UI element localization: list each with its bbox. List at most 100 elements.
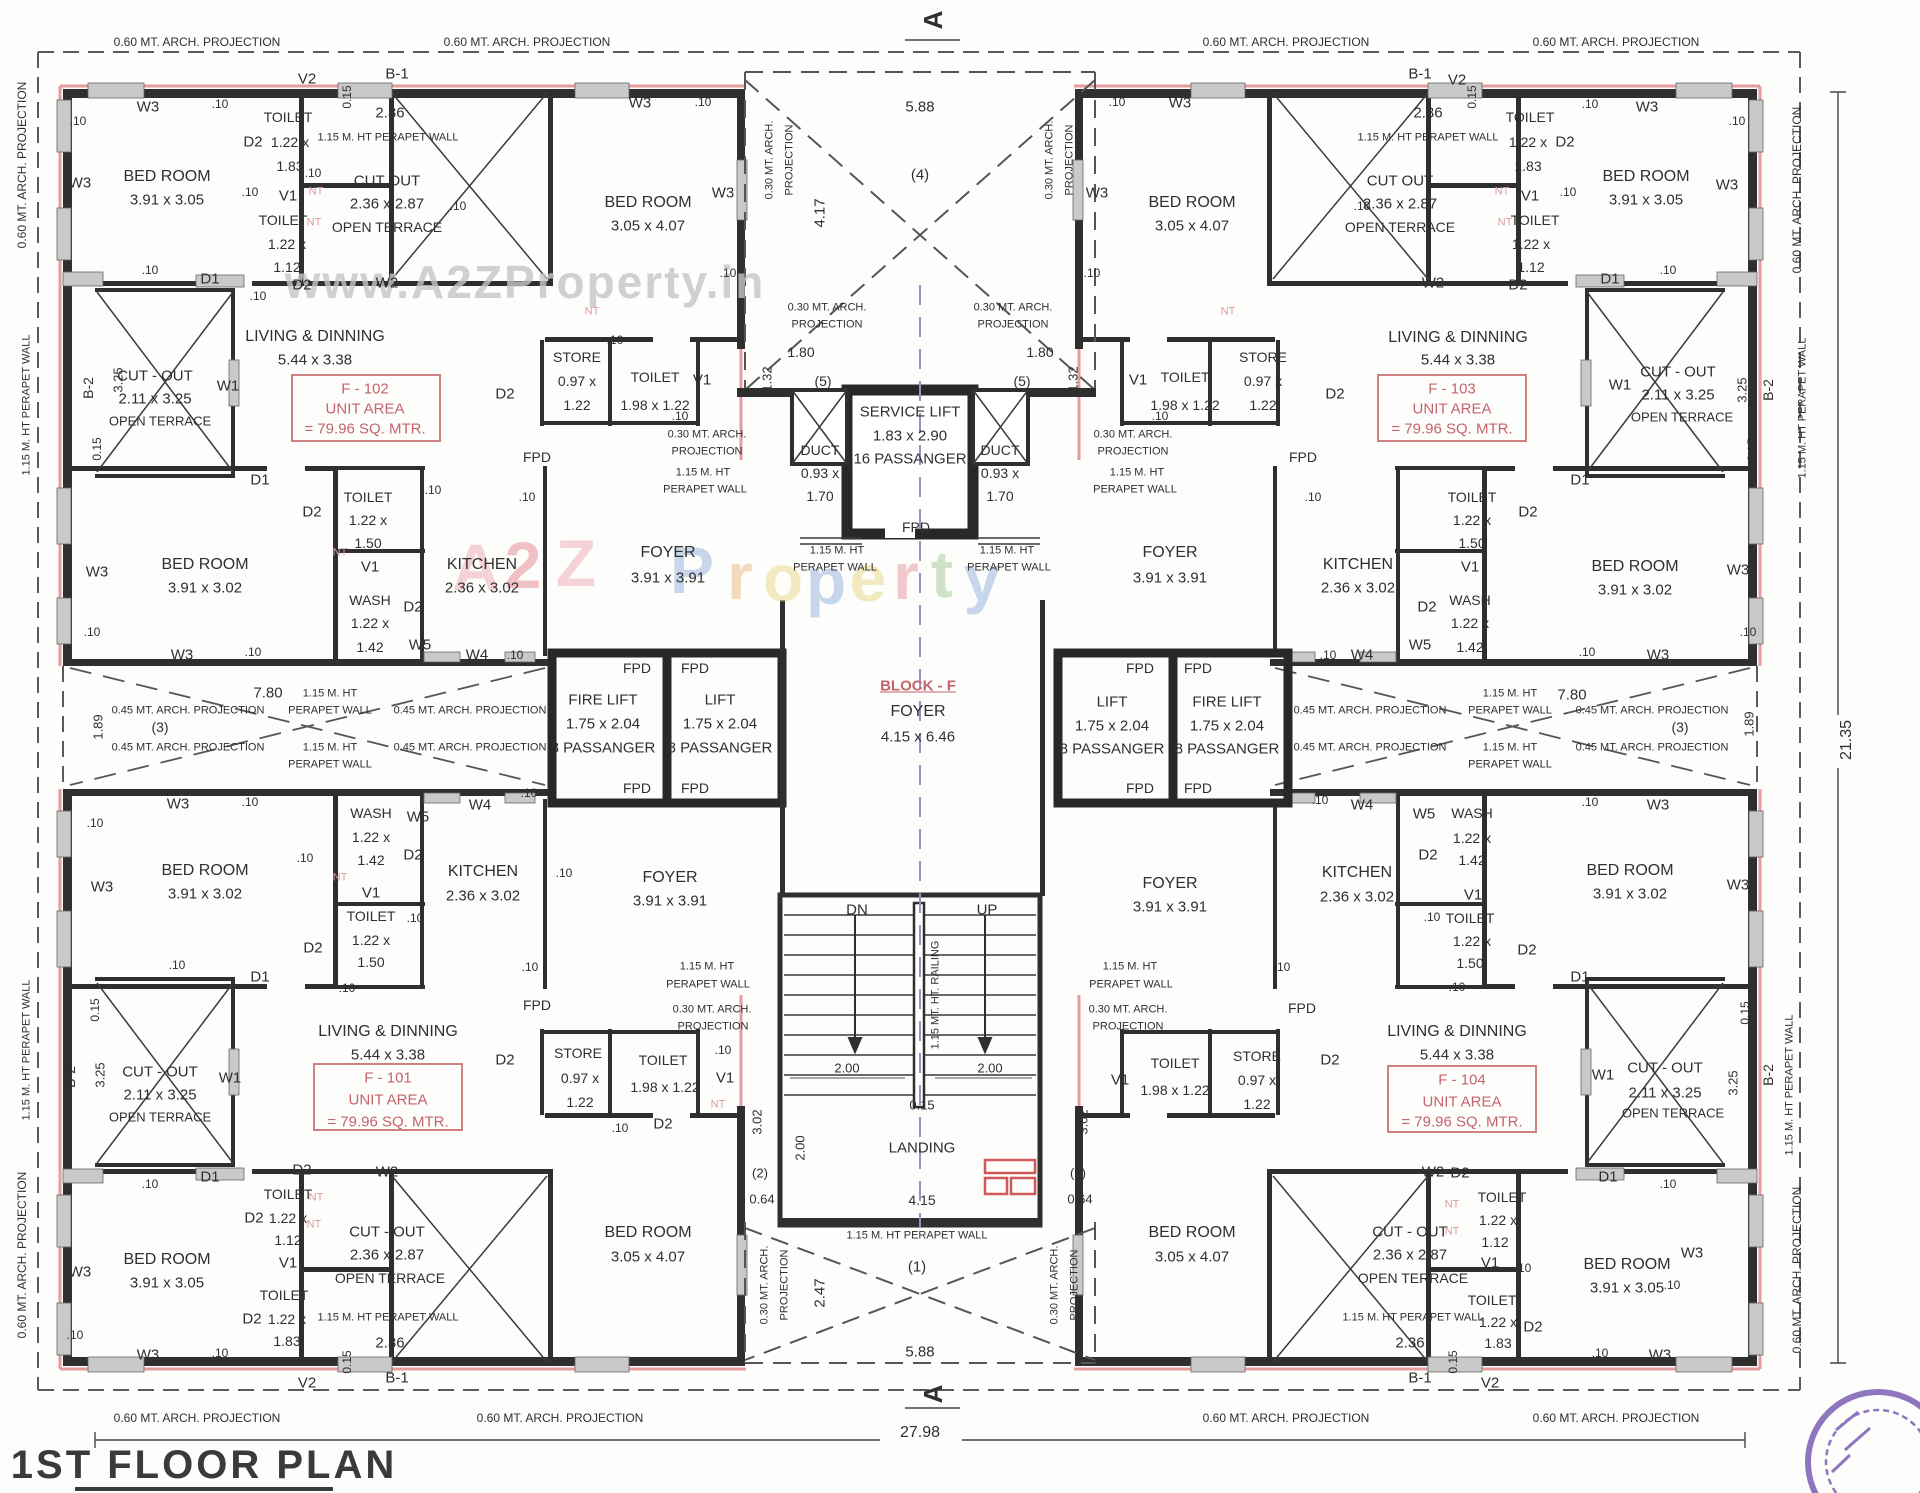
plan-label: 0.15: [1745, 438, 1759, 462]
plan-label: D1: [1598, 1168, 1618, 1186]
plan-label: OPEN TERRACE: [1621, 1105, 1725, 1121]
plan-label: 1.12: [1481, 1234, 1509, 1250]
plan-label: .10: [1423, 910, 1441, 924]
plan-label: 1.22 x: [351, 932, 391, 948]
plan-label: W3: [628, 94, 652, 112]
plan-label: 3.05 x 4.07: [1154, 217, 1230, 235]
plan-label: 0.15: [340, 1350, 354, 1374]
plan-label: 4.15 x 6.46: [880, 728, 956, 746]
plan-label: 0.15: [90, 437, 104, 461]
plan-label: 1.22 x: [267, 236, 307, 252]
plan-label: D2: [403, 598, 423, 616]
landing-furniture: [983, 1158, 1037, 1196]
plan-label: 1.22 x: [270, 134, 310, 150]
plan-label: 1.15 M. HT PERAPET WALL: [1783, 1014, 1796, 1156]
plan-label: B-1: [385, 1369, 409, 1387]
plan-label: 1.15 M. HT PERAPET WALL: [317, 1311, 459, 1324]
plan-label: W1: [1608, 376, 1632, 394]
plan-label: .10: [168, 958, 186, 972]
plan-label: 8 PASSANGER: [1059, 740, 1165, 758]
plan-label: W3: [90, 878, 114, 896]
plan-label: e: [849, 541, 887, 615]
plan-label: PROJECTION: [1068, 1249, 1081, 1321]
plan-label: 1.15 M. HT: [302, 741, 358, 754]
room-toilet: TOILET: [346, 908, 396, 924]
plan-label: D1: [250, 968, 270, 986]
plan-label: 1.15 M. HT PERAPET WALL: [1342, 1311, 1484, 1324]
plan-label: 1.50: [354, 535, 382, 551]
plan-label: D2: [292, 1161, 312, 1179]
plan-label: 1.98 x 1.22: [620, 397, 690, 413]
plan-label: 2.00: [834, 1060, 860, 1076]
plan-label: .10: [521, 960, 539, 974]
plan-label: 0.60 MT. ARCH. PROJECTION: [1202, 1411, 1370, 1425]
block-label: BLOCK - F: [880, 677, 956, 695]
room-duct: DUCT: [980, 442, 1020, 458]
plan-label: 0.97 x: [560, 1070, 600, 1086]
plan-label: OPEN TERRACE: [1630, 409, 1734, 425]
room-fire-lift: FIRE LIFT: [1192, 693, 1262, 711]
plan-label: 2.11 x 3.25: [1628, 1084, 1702, 1102]
room-bedroom: BED ROOM: [161, 556, 249, 573]
room-bedroom: BED ROOM: [1583, 1256, 1671, 1273]
plan-label: NT: [308, 185, 324, 198]
plan-label: 1.83: [276, 158, 304, 174]
plan-label: .10: [211, 1346, 229, 1360]
room-service-lift: SERVICE LIFT: [859, 403, 961, 421]
room-bedroom: BED ROOM: [1586, 862, 1674, 879]
plan-label: 3.91 x 3.05: [1589, 1279, 1665, 1297]
plan-label: NT: [332, 546, 348, 559]
stairs-dn: DN: [846, 901, 868, 919]
plan-label: 2.36 x 2.87: [1362, 195, 1438, 213]
plan-label: 3.91 x 3.02: [167, 885, 243, 903]
room-kitchen: KITCHEN: [1321, 864, 1393, 881]
plan-label: (1): [907, 1258, 927, 1276]
plan-label: V1: [1463, 886, 1483, 904]
plan-label: D2: [292, 276, 312, 294]
plan-label: UNIT AREA: [1412, 400, 1492, 418]
plan-label: = 79.96 SQ. MTR.: [1401, 1113, 1523, 1131]
plan-label: B-2: [80, 377, 96, 399]
unit-id-f102: F - 102: [341, 380, 389, 398]
room-living: LIVING & DINNING: [1387, 1023, 1527, 1040]
plan-label: D1: [1570, 968, 1590, 986]
plan-label: 1.98 x 1.22: [630, 1079, 700, 1095]
plan-label: 1.75 x 2.04: [682, 715, 758, 733]
plan-label: .10: [520, 786, 538, 800]
plan-label: 0.97 x: [1237, 1072, 1277, 1088]
plan-label: 0.30 MT. ARCH.: [1093, 428, 1173, 441]
plan-label: V1: [1128, 371, 1148, 389]
plan-label: 0.15: [340, 85, 354, 109]
plan-label: D1: [200, 1168, 220, 1186]
room-foyer: FOYER: [642, 869, 698, 886]
projection-band-left: [69, 667, 546, 786]
room-foyer: FOYER: [1142, 544, 1198, 561]
plan-label: 1.15 M. HT PERAPET WALL: [1357, 131, 1499, 144]
plan-label: .10: [141, 1177, 159, 1191]
plan-label: PROJECTION: [1092, 1020, 1164, 1033]
plan-label: 0.60 MT. ARCH. PROJECTION: [443, 35, 611, 49]
plan-label: W1: [1591, 1066, 1615, 1084]
plan-label: (3): [151, 719, 169, 735]
plan-label: D2: [1325, 385, 1345, 403]
plan-label: 3.91 x 3.02: [167, 579, 243, 597]
plan-label: PROJECTION: [791, 318, 863, 331]
plan-label: D2: [1523, 1318, 1543, 1336]
plan-label: D1: [200, 270, 220, 288]
plan-label: NT: [1497, 216, 1513, 229]
plan-label: 1.22 x: [1511, 236, 1551, 252]
room-foyer: FOYER: [890, 703, 946, 720]
room-toilet: TOILET: [263, 1186, 313, 1202]
plan-label: 2.36: [375, 1334, 405, 1352]
plan-label: 3.05 x 4.07: [610, 217, 686, 235]
room-toilet: TOILET: [1160, 369, 1210, 385]
plan-label: D2: [1418, 846, 1438, 864]
plan-label: W2: [375, 1163, 399, 1181]
plan-label: PERAPET WALL: [663, 483, 747, 496]
plan-label: .10: [611, 1121, 629, 1135]
plan-label: 3.91 x 3.02: [1592, 885, 1668, 903]
plan-label: FPD: [1184, 660, 1212, 676]
plan-label: 1.15 M. HT: [302, 687, 358, 700]
plan-label: V1: [1460, 558, 1480, 576]
